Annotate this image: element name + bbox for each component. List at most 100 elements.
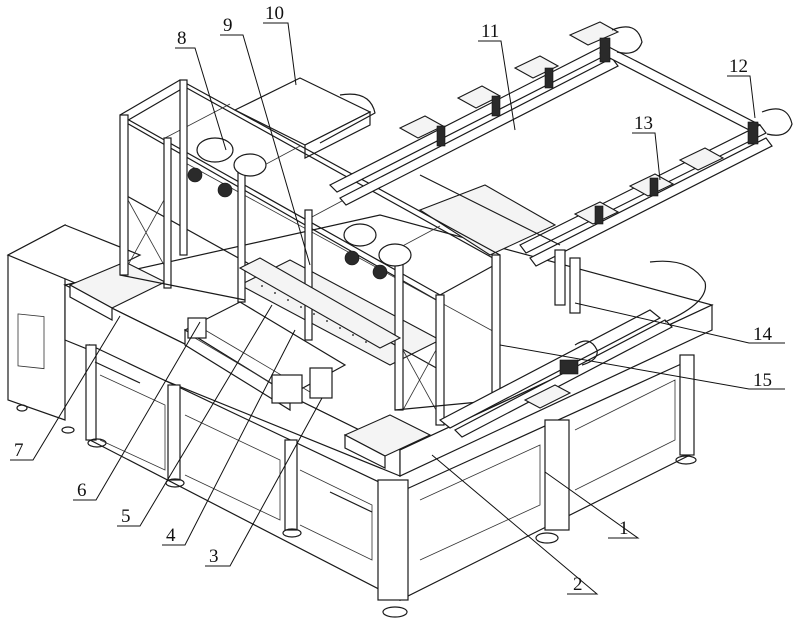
gear <box>344 250 360 266</box>
leader-9 <box>220 34 311 266</box>
track-block <box>559 359 579 375</box>
rail-lower-lower <box>529 137 773 267</box>
leader-4 <box>162 329 296 546</box>
upright <box>554 249 566 306</box>
cable-chain-loop <box>649 260 707 323</box>
callout-7: 7 <box>14 440 24 461</box>
mid-rail <box>179 159 501 336</box>
leader-7 <box>10 315 121 461</box>
callout-10: 10 <box>265 3 284 24</box>
post <box>491 254 501 401</box>
upright <box>569 257 581 314</box>
leader-3 <box>205 397 323 567</box>
post <box>163 137 172 289</box>
bracket <box>747 121 759 145</box>
rail-upper-lower <box>339 57 619 206</box>
cross-arm <box>568 21 620 46</box>
motor <box>196 137 234 163</box>
conveyor-gantry <box>328 21 793 314</box>
callout-12: 12 <box>729 56 748 77</box>
top-rail-front <box>124 121 441 303</box>
rail-link <box>419 174 561 246</box>
cross-rail <box>164 103 231 139</box>
gear <box>217 182 233 198</box>
frame-bay <box>99 374 166 471</box>
track-carriage <box>523 384 572 409</box>
corner-leg <box>377 479 409 601</box>
cable-chain-loop <box>574 340 598 366</box>
bracket <box>436 125 446 147</box>
callout-3: 3 <box>209 546 219 567</box>
post <box>304 209 313 341</box>
gear <box>372 264 388 280</box>
leg <box>679 354 695 456</box>
cross-arm <box>678 147 725 171</box>
foot <box>282 528 302 538</box>
frame-bay <box>184 414 281 521</box>
motor <box>378 243 412 267</box>
rail-upper <box>328 44 614 193</box>
handle <box>329 491 373 513</box>
brace <box>127 199 165 266</box>
callout-5: 5 <box>121 506 131 527</box>
leader-lines <box>10 22 785 595</box>
leg <box>167 384 181 481</box>
motor <box>343 223 377 247</box>
foot <box>675 455 697 465</box>
motor <box>233 153 267 177</box>
gantry-frame <box>119 77 501 426</box>
leader-13 <box>632 132 661 181</box>
leader-15 <box>499 344 785 390</box>
frame-bay <box>299 469 373 561</box>
track-inner <box>453 319 674 438</box>
frame-base <box>119 274 246 301</box>
carriage-block <box>271 374 303 404</box>
callout-13: 13 <box>634 113 653 134</box>
foot <box>87 438 107 448</box>
callout-14: 14 <box>753 324 773 345</box>
brace <box>402 349 437 411</box>
right-deck <box>418 184 557 256</box>
bracket <box>599 37 611 63</box>
bracket <box>649 177 659 197</box>
foot <box>382 606 408 618</box>
post <box>179 79 188 256</box>
leg <box>85 344 97 441</box>
frame-bay <box>574 379 676 491</box>
leader-5 <box>117 304 273 527</box>
spindle-carriage <box>238 257 402 349</box>
bracket <box>544 67 554 89</box>
bracket <box>594 205 604 225</box>
cable-chain-end <box>611 26 643 54</box>
carriage-block <box>309 367 333 399</box>
cabinet-window <box>17 313 45 370</box>
callout-4: 4 <box>166 525 176 546</box>
tray-front <box>69 283 113 322</box>
leader-12 <box>727 75 756 119</box>
foot <box>61 426 75 434</box>
post <box>394 259 404 411</box>
leader-2 <box>431 454 599 595</box>
handle <box>94 361 141 384</box>
callout-11: 11 <box>481 21 499 42</box>
leg <box>284 439 298 531</box>
callout-2: 2 <box>573 574 583 595</box>
post <box>435 294 445 426</box>
callout-1: 1 <box>619 518 629 539</box>
track-outer <box>438 309 662 429</box>
cable-chain-end <box>761 108 793 136</box>
gear <box>187 167 203 183</box>
leader-1 <box>544 471 640 539</box>
leader-14 <box>574 302 785 344</box>
post <box>237 171 246 303</box>
cable-track <box>438 260 707 438</box>
callouts: 1 2 3 4 5 6 7 8 9 10 11 12 13 14 15 <box>14 3 773 595</box>
post <box>119 114 129 276</box>
callout-6: 6 <box>77 480 87 501</box>
cross-arm <box>513 55 560 79</box>
tray-front <box>344 434 386 469</box>
callout-8: 8 <box>177 28 187 49</box>
leader-10 <box>263 22 297 86</box>
leader-6 <box>73 321 201 501</box>
